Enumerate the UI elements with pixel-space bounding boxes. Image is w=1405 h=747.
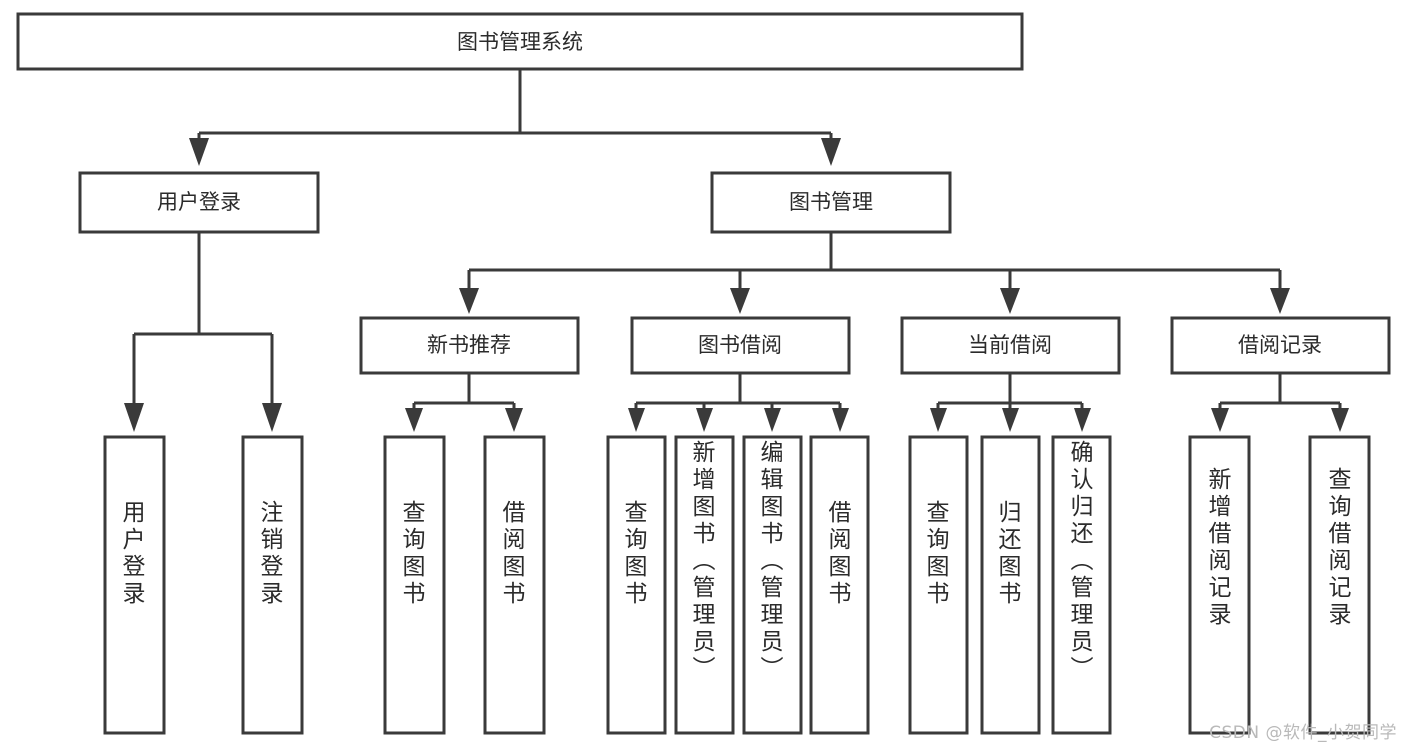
node-current-borrow[interactable]: 当前借阅	[900, 316, 1121, 375]
connector-group-bookborrow-to-leaves	[628, 373, 849, 432]
node-book-borrow-box[interactable]	[630, 316, 851, 375]
leaf-query-book-borrow-box[interactable]	[606, 435, 667, 735]
leaf-return-book-label: 归还图书	[999, 500, 1022, 607]
leaf-query-book-current-label: 查询图书	[927, 500, 950, 607]
leaf-borrow-book-newbook[interactable]: 借阅图书	[483, 435, 546, 735]
arrow-head-borrow-record	[1270, 288, 1290, 314]
node-user-login-box[interactable]	[78, 171, 320, 234]
leaf-borrow-book-borrow-label: 借阅图书	[829, 500, 852, 607]
arrow-head-user-login	[189, 138, 209, 166]
leaf-query-book-newbook[interactable]: 查询图书	[383, 435, 446, 735]
arrow-head-leaf-logout	[262, 403, 282, 432]
leaf-confirm-return-admin[interactable]: 确认归还︵管理员︶	[1051, 435, 1112, 735]
node-book-borrow[interactable]: 图书借阅	[630, 316, 851, 375]
csdn-watermark: CSDN @软件_小贺同学	[1209, 723, 1397, 743]
leaf-edit-book-admin-label: 编辑图书︵管理员︶	[761, 440, 784, 682]
leaf-query-book-current-box[interactable]	[908, 435, 969, 735]
arrow-head-current-borrow	[1000, 288, 1020, 314]
arrow-head-leaf-borrow-book-a	[505, 408, 523, 432]
leaf-query-book-newbook-box[interactable]	[383, 435, 446, 735]
node-book-borrow-label: 图书借阅	[698, 333, 782, 357]
node-root-system-box[interactable]	[16, 12, 1024, 71]
leaf-add-book-admin-label: 新增图书︵管理员︶	[693, 440, 716, 682]
leaf-query-borrow-record-box[interactable]	[1308, 435, 1371, 735]
leaf-user-login-box[interactable]	[103, 435, 166, 735]
node-new-book-recommend-label: 新书推荐	[427, 333, 511, 357]
arrow-head-book-borrow	[730, 288, 750, 314]
node-new-book-recommend-box[interactable]	[359, 316, 580, 375]
arrow-head-leaf-borrow-book-b	[832, 408, 849, 432]
arrow-head-leaf-add-book	[696, 408, 713, 432]
arrow-head-leaf-add-record	[1211, 408, 1229, 432]
leaf-edit-book-admin-box[interactable]	[742, 435, 803, 735]
leaf-query-borrow-record-label: 查询借阅记录	[1329, 467, 1352, 628]
leaf-edit-book-admin[interactable]: 编辑图书︵管理员︶	[742, 435, 803, 735]
arrow-head-leaf-query-book-a	[405, 408, 423, 432]
leaf-return-book[interactable]: 归还图书	[980, 435, 1041, 735]
leaf-logout-label: 注销登录	[261, 500, 284, 607]
leaf-query-book-newbook-label: 查询图书	[403, 500, 426, 607]
leaf-query-book-current[interactable]: 查询图书	[908, 435, 969, 735]
leaf-borrow-book-borrow[interactable]: 借阅图书	[809, 435, 870, 735]
leaf-query-book-borrow-label: 查询图书	[625, 500, 648, 607]
leaf-add-book-admin-box[interactable]	[674, 435, 735, 735]
arrow-head-leaf-edit-book	[764, 408, 781, 432]
node-book-management-box[interactable]	[710, 171, 952, 234]
node-book-management[interactable]: 图书管理	[710, 171, 952, 234]
connector-group-userlogin-to-leaves	[124, 232, 282, 432]
leaf-logout-box[interactable]	[241, 435, 304, 735]
node-borrow-record-box[interactable]	[1170, 316, 1391, 375]
leaf-add-book-admin[interactable]: 新增图书︵管理员︶	[674, 435, 735, 735]
arrow-head-book-mgmt	[821, 138, 841, 166]
node-borrow-record-label: 借阅记录	[1238, 333, 1322, 357]
leaf-confirm-return-admin-label: 确认归还︵管理员︶	[1071, 440, 1094, 682]
leaf-borrow-book-borrow-box[interactable]	[809, 435, 870, 735]
connector-group-borrowrecord-to-leaves	[1211, 373, 1349, 432]
leaf-borrow-book-newbook-label: 借阅图书	[503, 500, 526, 607]
arrow-head-new-book-rec	[459, 288, 479, 314]
arrow-head-leaf-query-record	[1331, 408, 1349, 432]
node-current-borrow-label: 当前借阅	[968, 333, 1052, 357]
connector-group-newbook-to-leaves	[405, 373, 523, 432]
leaf-add-borrow-record-label: 新增借阅记录	[1209, 467, 1232, 628]
connector-group-root-to-level2	[189, 69, 841, 166]
leaf-user-login-label: 用户登录	[123, 500, 146, 607]
node-current-borrow-box[interactable]	[900, 316, 1121, 375]
connector-group-currentborrow-to-leaves	[930, 373, 1091, 432]
node-root-system-label: 图书管理系统	[457, 30, 583, 54]
arrow-head-leaf-return-book	[1002, 408, 1019, 432]
arrow-head-leaf-confirm-return	[1074, 408, 1091, 432]
leaf-query-borrow-record[interactable]: 查询借阅记录	[1308, 435, 1371, 735]
node-root-system[interactable]: 图书管理系统	[16, 12, 1024, 71]
node-user-login-label: 用户登录	[157, 190, 241, 214]
node-book-management-label: 图书管理	[789, 190, 873, 214]
arrow-head-leaf-query-book-b	[628, 408, 645, 432]
node-user-login[interactable]: 用户登录	[78, 171, 320, 234]
leaf-add-borrow-record-box[interactable]	[1188, 435, 1251, 735]
leaf-logout[interactable]: 注销登录	[241, 435, 304, 735]
connector-group-bookmgmt-to-level3	[459, 232, 1290, 314]
leaf-query-book-borrow[interactable]: 查询图书	[606, 435, 667, 735]
arrow-head-leaf-query-book-c	[930, 408, 947, 432]
node-new-book-recommend[interactable]: 新书推荐	[359, 316, 580, 375]
leaf-user-login[interactable]: 用户登录	[103, 435, 166, 735]
arrow-head-leaf-user-login	[124, 403, 144, 432]
leaf-confirm-return-admin-box[interactable]	[1051, 435, 1112, 735]
leaf-borrow-book-newbook-box[interactable]	[483, 435, 546, 735]
leaf-return-book-box[interactable]	[980, 435, 1041, 735]
leaf-add-borrow-record[interactable]: 新增借阅记录	[1188, 435, 1251, 735]
node-borrow-record[interactable]: 借阅记录	[1170, 316, 1391, 375]
